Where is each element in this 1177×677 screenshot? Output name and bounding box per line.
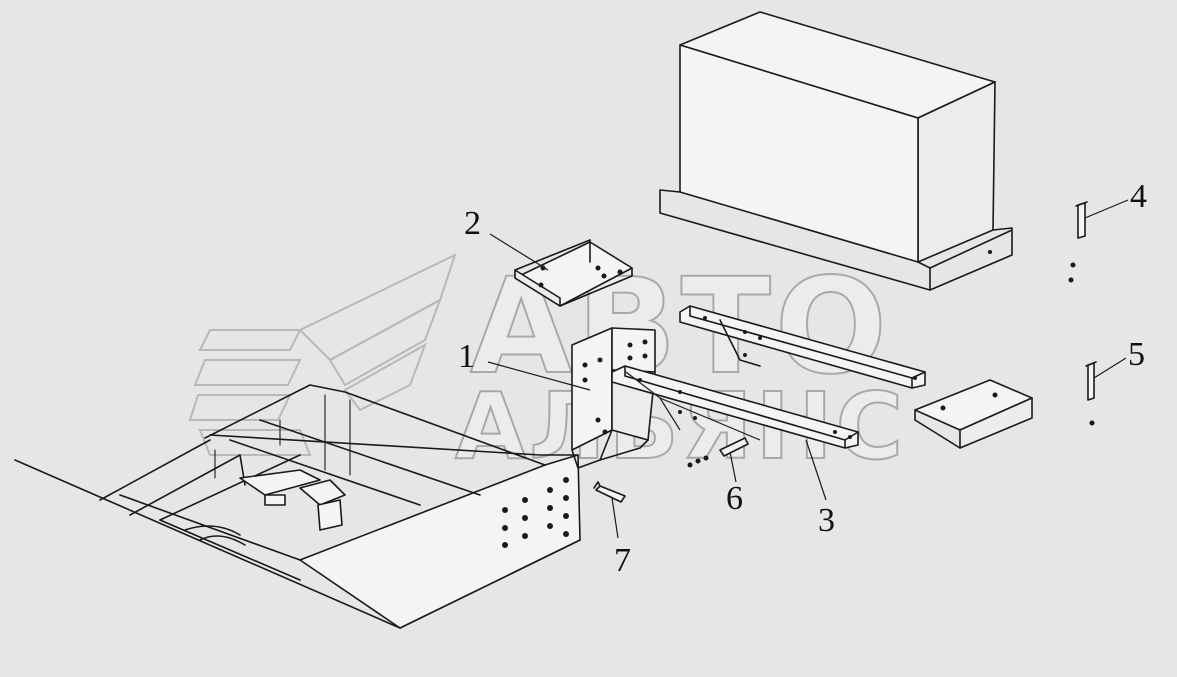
part-4-bolt <box>1068 201 1088 283</box>
chassis-frame <box>14 384 581 629</box>
part-2-bracket-plate <box>514 239 633 307</box>
frame-holes <box>502 477 569 548</box>
leader-lines <box>487 199 1129 539</box>
part-7-bolt <box>593 481 626 503</box>
callout-label-1: 1 <box>458 338 475 375</box>
callout-label-2: 2 <box>464 205 481 242</box>
callout-label-7: 7 <box>614 542 631 579</box>
callout-label-4: 4 <box>1130 178 1147 215</box>
callout-label-3: 3 <box>818 502 835 539</box>
part-1-vertical-bracket <box>571 327 656 469</box>
callout-label-6: 6 <box>726 480 743 517</box>
battery-shelf-plate <box>914 379 1033 449</box>
part-3-support-rails <box>611 305 926 449</box>
part-5-bolt <box>1085 361 1097 426</box>
callout-label-5: 5 <box>1128 336 1145 373</box>
battery-box <box>659 11 1013 291</box>
part-6-clip <box>687 437 749 468</box>
